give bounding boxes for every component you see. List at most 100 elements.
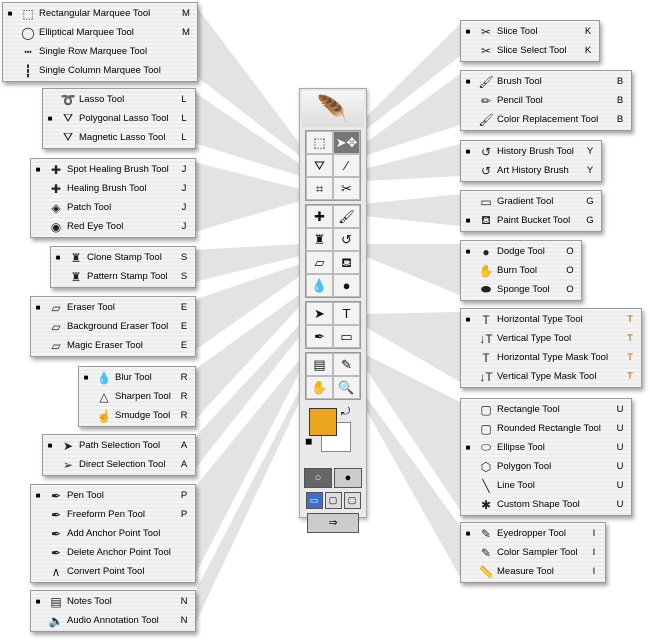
blur-icon[interactable]: 💧 <box>306 274 333 297</box>
full-screen-menu-mode-button[interactable]: ▢ <box>324 492 342 509</box>
active-tool-marker: ■ <box>7 9 13 18</box>
foreground-color-swatch[interactable] <box>309 408 337 436</box>
art-history-brush-icon: ↺ <box>480 163 492 178</box>
pen-icon[interactable]: ✒ <box>306 325 333 348</box>
active-tool-marker: ■ <box>47 114 53 123</box>
menu-item-label: Pencil Tool <box>497 95 543 106</box>
quick-mask-mode-button[interactable]: ● <box>334 468 362 488</box>
standard-mode-button[interactable]: ○ <box>304 468 332 488</box>
shortcut-key: E <box>180 321 188 332</box>
notes-icon[interactable]: ▤ <box>306 353 333 376</box>
shortcut-key: E <box>180 302 188 313</box>
menu-item-column-marquee[interactable]: ┇Single Column Marquee Tool <box>3 61 197 80</box>
burn-icon: ✋ <box>478 263 494 278</box>
menu-item-delete-anchor[interactable]: ✒Delete Anchor Point Tool <box>31 543 195 562</box>
standard-screen-mode-button[interactable]: ▭ <box>305 492 323 509</box>
lasso-icon[interactable]: ⛛ <box>306 154 333 177</box>
connector-ray <box>364 312 460 382</box>
shortcut-key: I <box>592 547 596 558</box>
menu-item-add-anchor[interactable]: ✒Add Anchor Point Tool <box>31 524 195 543</box>
default-colors-icon[interactable]: ◼ <box>305 436 313 446</box>
connector-ray <box>194 294 300 421</box>
type-icon[interactable]: T <box>333 302 360 325</box>
full-screen-mode-button[interactable]: ▢ <box>343 492 361 509</box>
menu-item-label: Convert Point Tool <box>67 566 145 577</box>
magic-wand-icon[interactable]: ⁄ <box>333 154 360 177</box>
shortcut-key: A <box>180 440 188 451</box>
hand-icon[interactable]: ✋ <box>306 376 333 399</box>
swap-colors-icon[interactable]: ⤾ <box>341 406 351 418</box>
history-brush-icon[interactable]: ↺ <box>333 228 360 251</box>
paint-bucket-icon[interactable]: ⛾ <box>333 251 360 274</box>
path-selection-icon: ➤ <box>62 438 74 453</box>
column-marquee-icon: ┇ <box>24 63 32 78</box>
zoom-icon[interactable]: 🔍 <box>333 376 360 399</box>
stamp-icon[interactable]: ♜ <box>306 228 333 251</box>
eraser-icon[interactable]: ▱ <box>306 251 333 274</box>
eyedropper-icon[interactable]: ✎ <box>333 353 360 376</box>
path-selection-icon[interactable]: ➤ <box>306 302 333 325</box>
dodge-icon[interactable]: ● <box>333 274 360 297</box>
move-icon[interactable]: ➤✥ <box>333 131 360 154</box>
rect-marquee-icon[interactable]: ⬚ <box>306 131 333 154</box>
menu-item-row-marquee[interactable]: ┅Single Row Marquee Tool <box>3 42 197 61</box>
active-tool-marker: ■ <box>465 147 471 156</box>
crop-icon[interactable]: ⌗ <box>306 177 333 200</box>
slice-icon[interactable]: ✂ <box>333 177 360 200</box>
jump-to-imageready-button[interactable]: ⇒ <box>307 513 359 533</box>
feather-logo-icon[interactable]: 🪶 <box>302 91 364 127</box>
brush-icon[interactable]: 🖌 <box>333 205 360 228</box>
menu-item-convert-point[interactable]: ∧Convert Point Tool <box>31 562 195 581</box>
healing-icon[interactable]: ✚ <box>306 205 333 228</box>
rectangle-icon[interactable]: ▭ <box>333 325 360 348</box>
